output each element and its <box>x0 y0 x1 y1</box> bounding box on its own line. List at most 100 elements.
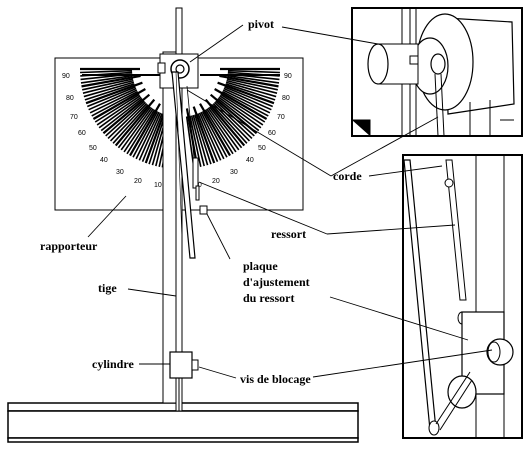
protractor-tick <box>217 97 260 132</box>
inset-spring-detail <box>402 154 523 439</box>
protractor-tick <box>204 109 234 155</box>
protractor-tick <box>94 93 140 123</box>
tick-label-left-80: 80 <box>66 95 74 102</box>
protractor-tick <box>218 96 262 129</box>
stand-posts <box>162 7 183 412</box>
protractor-tick <box>117 106 152 149</box>
protractor-tick <box>86 86 136 108</box>
protractor-tick <box>109 102 148 142</box>
protractor-tick <box>92 88 146 120</box>
protractor-tick <box>91 90 138 117</box>
protractor-tick <box>200 111 225 160</box>
labels: pivot corde ressort rapporteur plaque d'… <box>40 17 362 386</box>
protractor-tick <box>96 95 141 126</box>
protractor-tick <box>225 81 277 98</box>
protractor-tick <box>223 87 272 111</box>
protractor-tick <box>138 112 162 161</box>
label-plaque-line1: plaque <box>243 259 278 273</box>
tick-label-right-50: 50 <box>258 145 266 152</box>
protractor-tick <box>89 89 138 114</box>
spring-assembly <box>186 85 208 215</box>
tick-label-left-90: 90 <box>62 73 70 80</box>
protractor-tick <box>222 89 271 114</box>
protractor-tick <box>84 83 135 101</box>
protractor-tick <box>192 114 209 166</box>
protractor-tick <box>112 104 149 144</box>
protractor-tick <box>225 83 276 101</box>
label-plaque-line3: du ressort <box>243 291 294 305</box>
protractor-tick <box>123 108 154 153</box>
protractor-tick <box>219 74 279 88</box>
label-rapporteur: rapporteur <box>40 239 98 253</box>
protractor-tick <box>189 115 202 167</box>
protractor-tick <box>85 81 143 105</box>
protractor-tick <box>222 90 269 117</box>
tick-label-left-30: 30 <box>116 169 124 176</box>
leader-lines <box>87 24 493 379</box>
protractor-left-scale: 90 80 70 60 50 40 30 20 10 <box>62 73 162 189</box>
protractor-tick <box>82 79 134 94</box>
tick-label-right-30: 30 <box>230 169 238 176</box>
tick-label-left-40: 40 <box>100 157 108 164</box>
tick-label-right-60: 60 <box>268 130 276 137</box>
protractor-tick <box>204 98 246 147</box>
protractor-tick <box>98 96 142 129</box>
label-plaque-line2: d'ajustement <box>243 275 310 289</box>
label-pivot: pivot <box>248 17 274 31</box>
label-corde: corde <box>333 169 362 183</box>
protractor-tick <box>197 113 219 163</box>
protractor-tick <box>206 108 237 153</box>
protractor-tick <box>227 69 280 74</box>
tick-label-right-40: 40 <box>246 157 254 164</box>
protractor-tick <box>81 74 141 88</box>
protractor-tick <box>132 111 159 158</box>
protractor-tick <box>114 98 156 147</box>
protractor-tick <box>217 81 275 105</box>
protractor-tick <box>194 114 212 165</box>
protractor-tick <box>207 107 240 151</box>
protractor-tick <box>190 115 205 167</box>
protractor-tick <box>226 79 278 94</box>
protractor-tick <box>88 87 137 111</box>
protractor-tick <box>102 93 151 135</box>
label-ressort: ressort <box>271 227 306 241</box>
cylinder-assembly <box>169 351 199 411</box>
label-tige: tige <box>98 281 117 295</box>
protractor-tick <box>83 81 135 98</box>
protractor-tick <box>219 95 264 126</box>
tick-label-right-90: 90 <box>284 73 292 80</box>
protractor-tick <box>80 74 133 84</box>
protractor-tick <box>201 111 228 158</box>
protractor-tick <box>220 93 266 123</box>
protractor-tick <box>105 100 145 137</box>
tick-label-right-80: 80 <box>282 95 290 102</box>
tick-label-left-70: 70 <box>70 114 78 121</box>
protractor-tick <box>192 106 216 164</box>
protractor-tick <box>227 74 280 84</box>
protractor-tick <box>213 101 253 140</box>
protractor-tick <box>199 103 231 157</box>
protractor-tick <box>198 112 222 161</box>
pendulum-arm <box>171 71 196 259</box>
protractor-tick <box>100 97 143 132</box>
tick-label-left-60: 60 <box>78 130 86 137</box>
protractor-tick <box>214 88 268 120</box>
protractor-tick <box>224 86 274 108</box>
protractor-tick <box>129 103 161 157</box>
protractor-tick <box>126 109 156 155</box>
protractor-tick <box>80 69 133 74</box>
label-vis-de-blocage: vis de blocage <box>240 372 311 386</box>
protractor-tick <box>82 78 134 91</box>
tick-label-left-50: 50 <box>89 145 97 152</box>
tick-label-right-70: 70 <box>277 114 285 121</box>
protractor-tick <box>120 107 153 151</box>
tick-label-left-10: 10 <box>154 182 162 189</box>
tick-label-left-20: 20 <box>134 178 142 185</box>
protractor-tick <box>208 106 243 149</box>
protractor-tick <box>141 113 163 163</box>
protractor-tick <box>211 104 248 144</box>
protractor-tick <box>135 111 160 160</box>
inset-pivot-detail <box>351 7 523 137</box>
tick-label-right-20: 20 <box>212 178 220 185</box>
